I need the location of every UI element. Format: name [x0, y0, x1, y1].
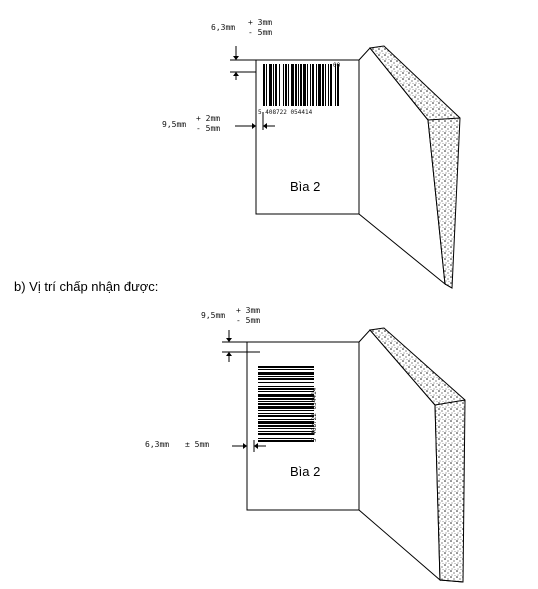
- barcode-bar: [275, 64, 277, 106]
- barcode-bar: [322, 64, 324, 106]
- barcode-bar: [295, 64, 297, 106]
- side-dim-minus: - 5mm: [196, 124, 220, 133]
- barcode-bar: [258, 401, 314, 402]
- barcode-bar: [283, 64, 284, 106]
- barcode-bar: [258, 428, 314, 429]
- barcode-bar: [263, 64, 265, 106]
- barcode-bar: [307, 64, 308, 106]
- top-barcode: [263, 64, 339, 106]
- barcode-bar: [258, 433, 314, 435]
- top-dim-arrowhead: [233, 56, 239, 60]
- top-dim-minus: - 5mm: [248, 28, 272, 37]
- barcode-bar: [258, 406, 314, 409]
- top-barcode-small: 00: [333, 62, 341, 69]
- top-dim-plus: + 3mm: [248, 18, 272, 27]
- barcode-bar: [258, 419, 314, 420]
- barcode-bar: [258, 382, 314, 383]
- bottom-barcode: [258, 366, 314, 442]
- top-book-figure: 00 5 408722 054414 6,3mm + 3mm - 5mm 9,5…: [162, 18, 461, 289]
- barcode-bar: [258, 366, 314, 368]
- barcode-bar: [258, 388, 314, 390]
- bottom-page-label: Bìa 2: [290, 464, 320, 479]
- barcode-bar: [258, 440, 314, 442]
- barcode-bar: [258, 376, 314, 377]
- bottom-book-figure: 5 408722 054414 9,5mm + 3mm - 5mm 6,3mm …: [145, 306, 466, 583]
- bottom-barcode-digits: 5 408722 054414: [311, 387, 318, 442]
- barcode-bar: [285, 64, 287, 106]
- barcode-bar: [258, 413, 314, 414]
- barcode-bar: [316, 64, 317, 106]
- barcode-bar: [318, 64, 321, 106]
- barcode-bar: [298, 64, 299, 106]
- barcode-bar: [312, 64, 314, 106]
- barcode-bar: [273, 64, 274, 106]
- barcode-bar: [335, 64, 336, 106]
- barcode-bar: [258, 438, 314, 439]
- barcode-bar: [288, 64, 289, 106]
- top-dim-value: 6,3mm: [211, 23, 235, 32]
- barcode-bar: [258, 369, 314, 370]
- barcode-bar: [269, 64, 272, 106]
- barcode-bar: [258, 372, 314, 375]
- barcode-bar: [328, 64, 329, 106]
- barcode-bar: [303, 64, 306, 106]
- caption-b: b) Vị trí chấp nhận được:: [14, 279, 158, 294]
- barcode-bar: [279, 64, 280, 106]
- barcode-bar: [258, 403, 314, 405]
- barcode-bar: [258, 415, 314, 417]
- barcode-bar: [325, 64, 326, 106]
- barcode-bar: [258, 378, 314, 380]
- barcode-bar: [337, 64, 339, 106]
- barcode-bar: [258, 431, 314, 432]
- bottom-dim-value: 9,5mm: [201, 311, 225, 320]
- bottom-side-dim-value: 6,3mm: [145, 440, 169, 449]
- barcode-bar: [258, 410, 314, 411]
- top-barcode-digits: 5 408722 054414: [258, 109, 313, 116]
- bottom-dim-plus: + 3mm: [236, 306, 260, 315]
- barcode-bar: [258, 391, 314, 392]
- barcode-bar: [258, 398, 314, 400]
- top-page-label: Bìa 2: [290, 179, 320, 194]
- barcode-bar: [258, 421, 314, 424]
- side-dim-plus: + 2mm: [196, 114, 220, 123]
- barcode-bar: [266, 64, 267, 106]
- barcode-bar: [258, 386, 314, 387]
- barcode-bar: [258, 425, 314, 427]
- barcode-bar: [291, 64, 294, 106]
- bottom-dim-minus: - 5mm: [236, 316, 260, 325]
- side-dim-value: 9,5mm: [162, 120, 186, 129]
- barcode-bar: [258, 394, 314, 397]
- bottom-side-dim-tol: ± 5mm: [185, 440, 209, 449]
- barcode-bar: [310, 64, 311, 106]
- barcode-bar: [330, 64, 332, 106]
- barcode-bar: [300, 64, 302, 106]
